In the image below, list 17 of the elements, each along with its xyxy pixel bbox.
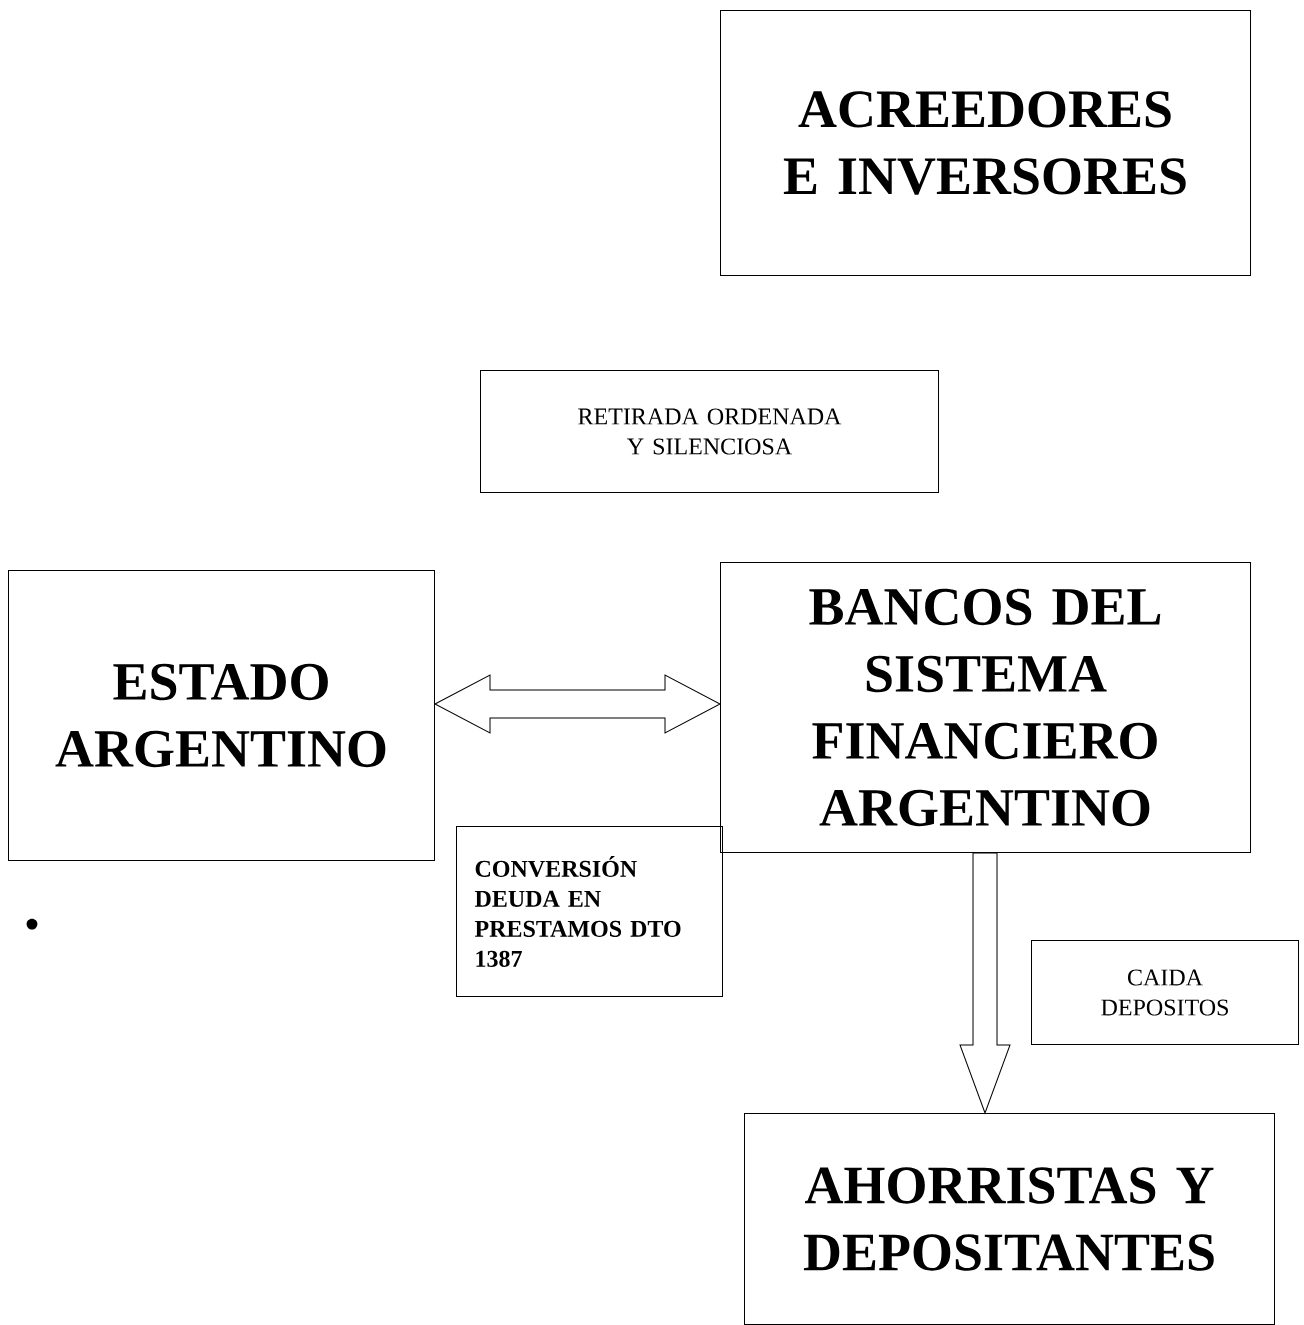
title-box [720, 10, 1251, 276]
entity-box [720, 562, 1251, 853]
node-label: BANCOS DEL SISTEMA FINANCIERO ARGENTINO [809, 588, 1161, 827]
entity-box [744, 1113, 1275, 1325]
node-label: CONVERSIÓN DEUDA EN PRESTAMOS DTO 1387 [474, 856, 681, 967]
block-arrow [434, 674, 721, 734]
block-arrow [959, 852, 1011, 1114]
node-label: CAIDA DEPOSITOS [1101, 969, 1228, 1016]
entity-box [8, 570, 435, 861]
note-box [480, 370, 939, 493]
node-label: AHORRISTAS Y DEPOSITANTES [803, 1167, 1214, 1271]
node-label: ESTADO ARGENTINO [55, 663, 386, 768]
note-box [456, 826, 723, 997]
node-label: RETIRADA ORDENADA Y SILENCIOSA [578, 408, 842, 455]
note-box [1031, 940, 1299, 1045]
node-label: ACREEDORES E INVERSORES [783, 91, 1186, 195]
bullet: • [26, 918, 38, 930]
